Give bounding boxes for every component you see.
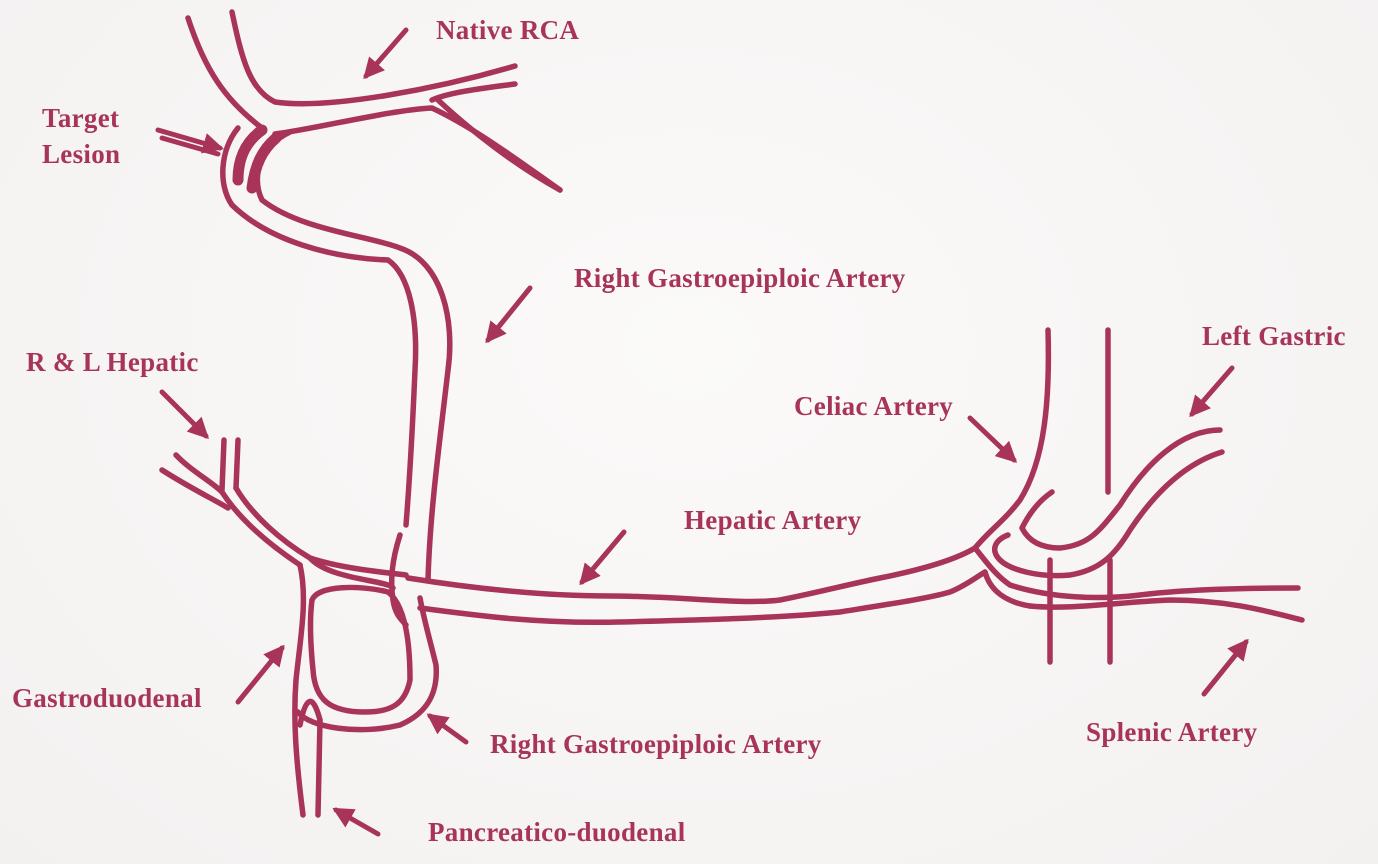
arrow-celiac-artery — [970, 418, 1014, 460]
label-rl-hepatic: R & L Hepatic — [26, 344, 199, 380]
arrow-native-rca — [366, 30, 406, 76]
gastroduodenal-vessel — [295, 558, 393, 815]
label-target-lesion-line2: Lesion — [42, 136, 120, 172]
label-splenic-artery: Splenic Artery — [1086, 714, 1257, 750]
label-right-gastroepiploic-lower: Right Gastroepiploic Artery — [490, 726, 822, 762]
label-right-gastroepiploic-upper: Right Gastroepiploic Artery — [574, 260, 906, 296]
label-hepatic-artery: Hepatic Artery — [684, 502, 861, 538]
arrow-pancreatico-duodenal — [336, 810, 378, 834]
right-gastroepiploic-vessel — [223, 128, 450, 625]
hepatic-artery-vessel — [408, 548, 985, 622]
label-gastroduodenal: Gastroduodenal — [12, 680, 202, 716]
arrow-rl-hepatic — [162, 392, 206, 436]
rl-hepatic-vessels — [162, 440, 406, 575]
label-left-gastric: Left Gastric — [1202, 318, 1346, 354]
celiac-artery-vessel — [975, 330, 1108, 606]
arrow-right-gastroepiploic-lower — [430, 716, 466, 742]
arrow-hepatic-artery — [582, 532, 624, 582]
label-target-lesion-line1: Target — [42, 100, 119, 136]
label-celiac-artery: Celiac Artery — [794, 388, 953, 424]
annotation-arrows — [158, 30, 1246, 834]
label-pancreatico-duodenal: Pancreatico-duodenal — [428, 814, 686, 850]
label-native-rca: Native RCA — [436, 12, 579, 48]
arrow-left-gastric — [1192, 368, 1232, 414]
arrow-right-gastroepiploic-upper — [488, 288, 530, 340]
arrow-splenic-artery — [1204, 642, 1246, 694]
arrow-gastroduodenal — [238, 648, 282, 702]
